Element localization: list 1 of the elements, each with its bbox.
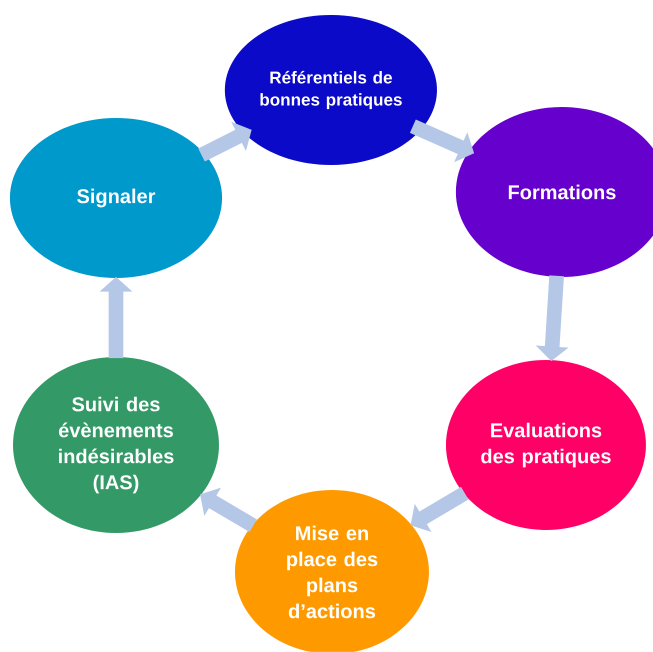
arrow <box>410 486 468 532</box>
